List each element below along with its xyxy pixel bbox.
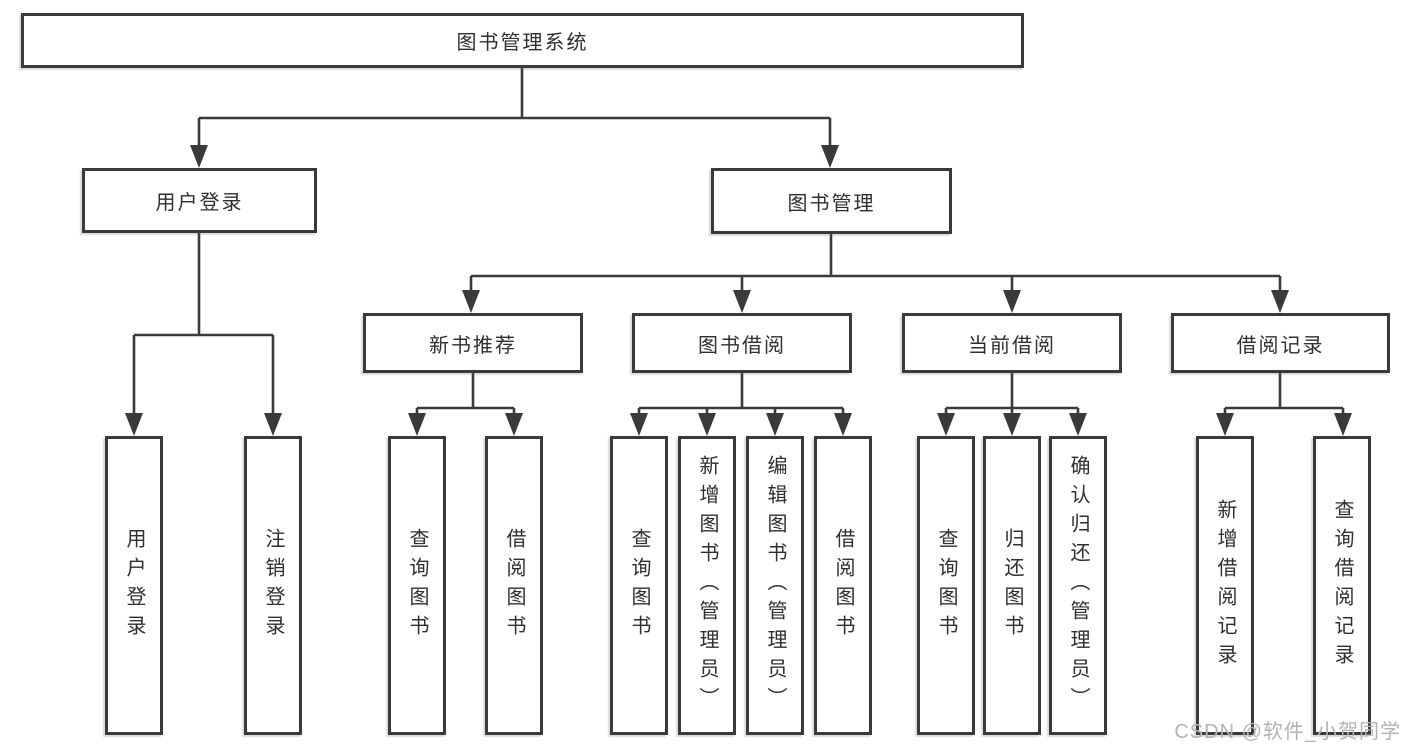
leaf-user-login: 用户登录: [105, 436, 163, 735]
leaf-query-borrow-record: 查询借阅记录: [1313, 436, 1371, 735]
node-borrowing-records: 借阅记录: [1171, 313, 1390, 373]
node-user-login: 用户登录: [82, 168, 317, 233]
leaf-borrow-books-recommend: 借阅图书: [485, 436, 543, 735]
csdn-watermark: CSDN @软件_小贺同学: [1174, 721, 1401, 743]
leaf-return-book: 归还图书: [983, 436, 1041, 735]
node-current-borrowing: 当前借阅: [902, 313, 1122, 373]
leaf-edit-book-admin: 编辑图书（管理员）: [746, 436, 804, 735]
leaf-query-books-current: 查询图书: [917, 436, 975, 735]
leaf-borrow-books: 借阅图书: [814, 436, 872, 735]
leaf-add-book-admin: 新增图书（管理员）: [678, 436, 736, 735]
node-library-management-system: 图书管理系统: [21, 13, 1024, 68]
node-new-book-recommendation: 新书推荐: [363, 313, 583, 373]
leaf-add-borrow-record: 新增借阅记录: [1196, 436, 1254, 735]
leaf-query-books-borrow: 查询图书: [610, 436, 668, 735]
leaf-query-books-recommend: 查询图书: [388, 436, 446, 735]
arrowheads: [125, 145, 1352, 436]
leaf-confirm-return-admin: 确认归还（管理员）: [1049, 436, 1107, 735]
leaf-logout: 注销登录: [244, 436, 302, 735]
node-book-management: 图书管理: [711, 168, 952, 234]
node-book-borrowing: 图书借阅: [632, 313, 852, 373]
